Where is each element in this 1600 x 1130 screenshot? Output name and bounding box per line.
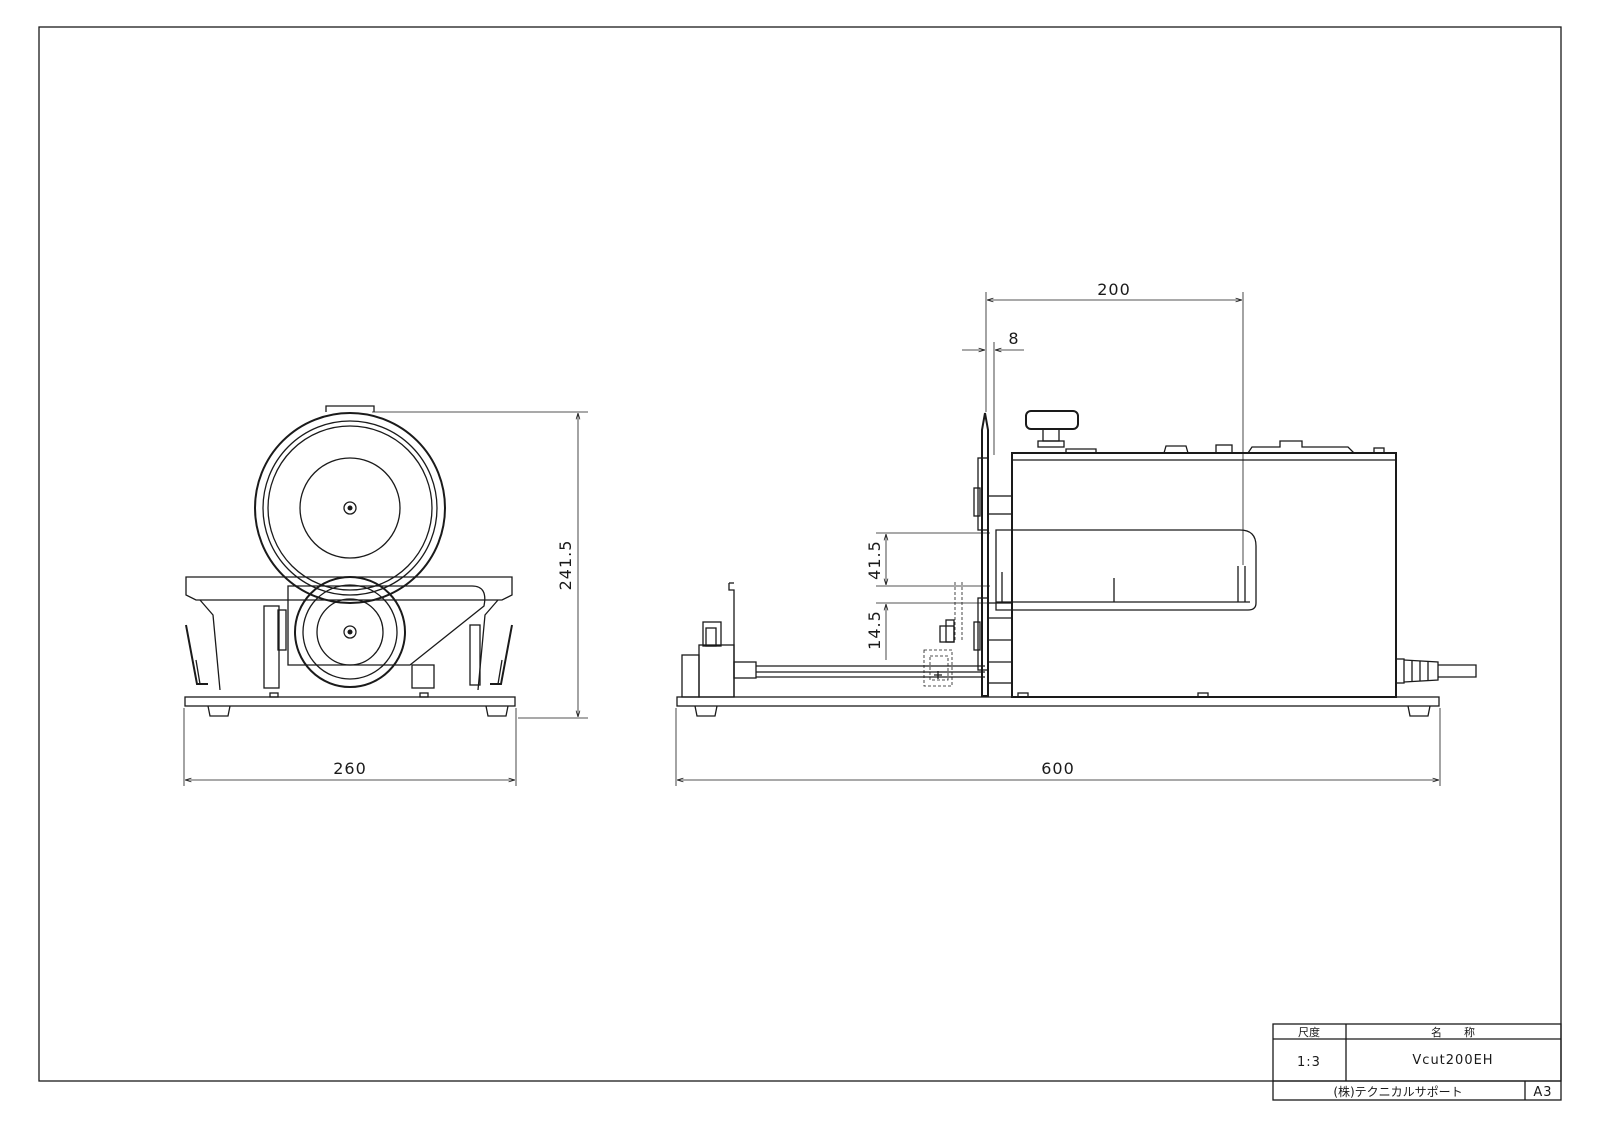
dim-side-top: 200 [1097, 280, 1131, 299]
motor-housing [1011, 452, 1397, 698]
dim-side-v2: 14.5 [865, 610, 884, 650]
dim-side-v1: 41.5 [865, 540, 884, 580]
side-dimensions: 600 200 8 41.5 14.5 [675, 280, 1441, 786]
tray [995, 529, 1257, 611]
product-name: Vcut200EH [1412, 1053, 1493, 1068]
blade [981, 412, 989, 697]
upper-roller-hub [299, 457, 401, 559]
scale-label: 尺度 [1298, 1025, 1320, 1039]
name-label: 名 称 [1431, 1025, 1475, 1039]
scale-value: 1:3 [1297, 1055, 1321, 1070]
company-name: (株)テクニカルサポート [1333, 1084, 1462, 1099]
knob [1025, 410, 1079, 430]
front-base [184, 696, 516, 707]
title-block: 尺度 名 称 1:3 Vcut200EH (株)テクニカルサポート A3 [1272, 1023, 1562, 1101]
side-view [676, 410, 1477, 717]
side-base [676, 696, 1440, 707]
dim-side-length: 600 [1041, 759, 1075, 778]
front-housing [287, 585, 486, 666]
drawing-border [38, 26, 1562, 1082]
cable [1403, 659, 1439, 683]
upper-roller-outer [254, 412, 446, 604]
sheet-size: A3 [1533, 1085, 1552, 1100]
dim-front-width: 260 [333, 759, 367, 778]
top-plate [185, 576, 513, 601]
front-view [184, 405, 516, 717]
dim-front-height: 241.5 [556, 540, 575, 591]
front-dimensions: 260 241.5 [183, 411, 588, 786]
dim-side-small: 8 [1008, 329, 1019, 348]
lower-roller [294, 576, 406, 688]
